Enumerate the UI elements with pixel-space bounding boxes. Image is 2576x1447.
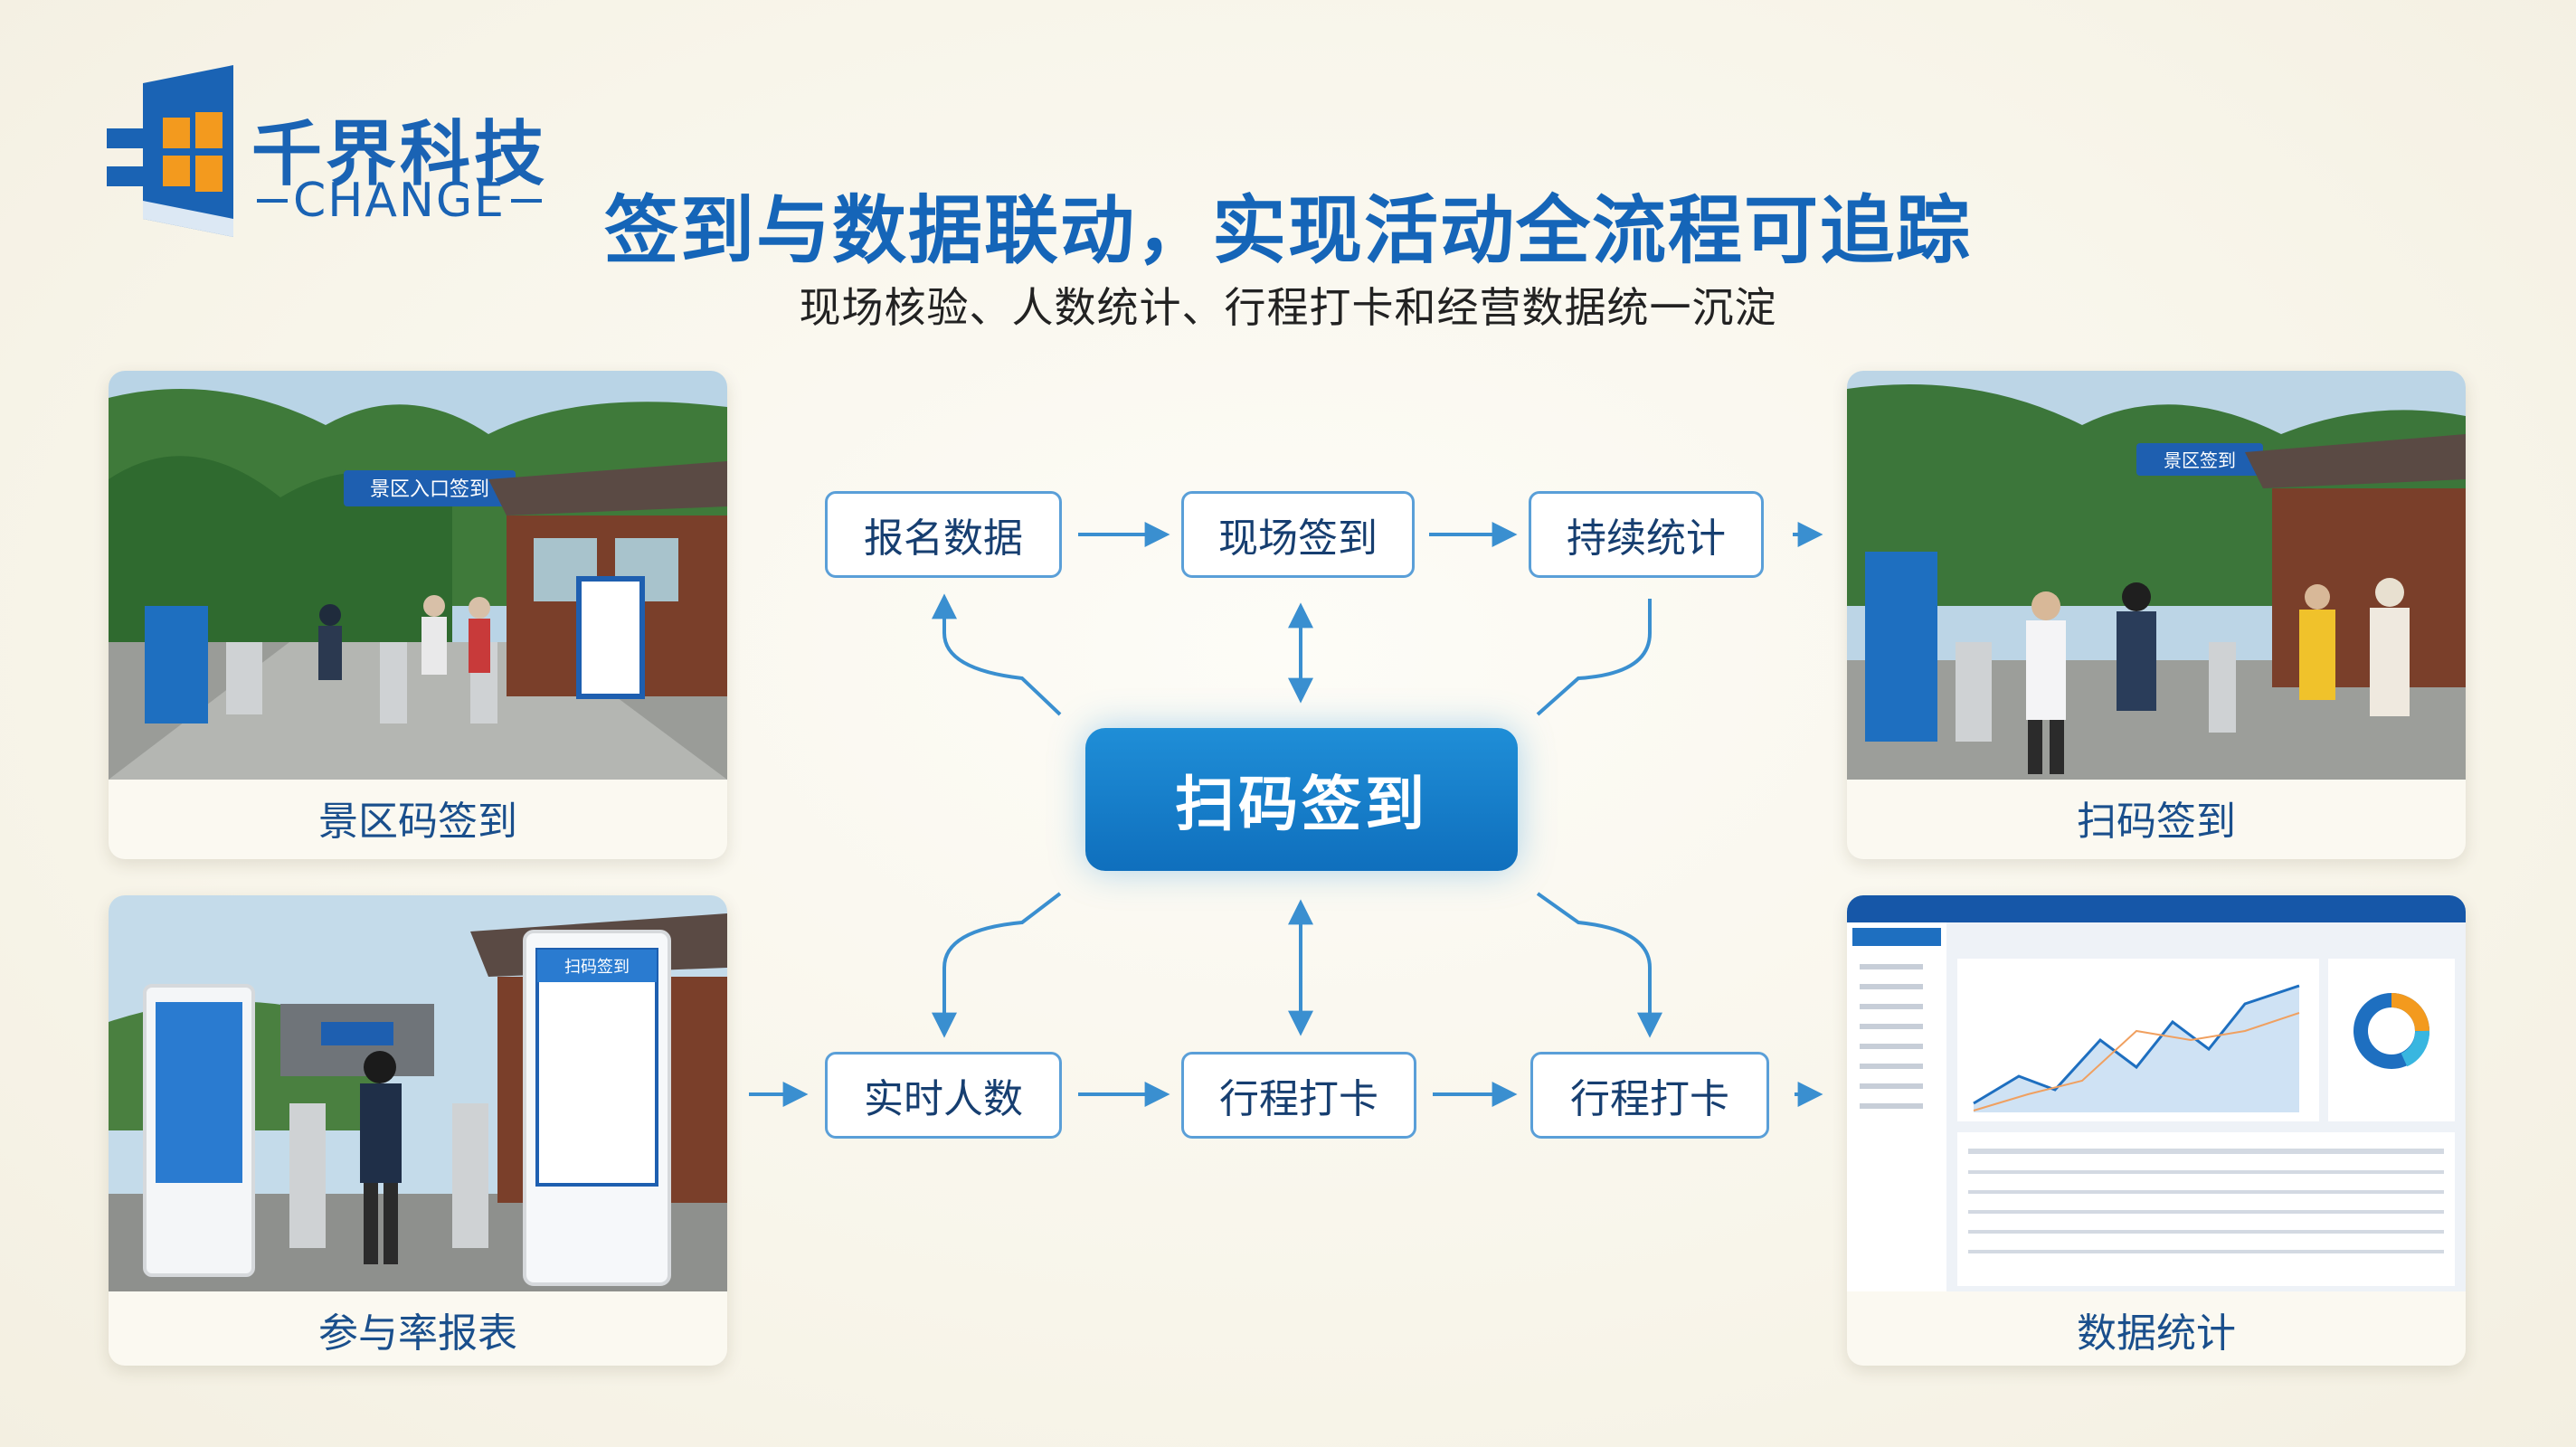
page-subtitle: 现场核验、人数统计、行程打卡和经营数据统一沉淀 [799,283,1777,332]
brand-subtitle: CHANGE [251,174,547,228]
checkin-kiosk-photo: 扫码签到 [109,895,727,1291]
node-itinerary-checkin-2: 行程打卡 [1530,1052,1769,1139]
card-caption: 扫码签到 [2077,799,2236,845]
card-scenic-checkin: 景区入口签到 景区码签到 [109,371,727,859]
node-continuous-stats: 持续统计 [1529,491,1764,578]
node-realtime-count: 实时人数 [825,1052,1062,1139]
dashboard-screenshot [1847,895,2466,1291]
card-scan-checkin: 景区签到 扫码签到 [1847,371,2466,859]
brand-name: 千界科技 [251,114,549,195]
card-caption: 景区码签到 [318,799,517,845]
brand-logo: 千界科技 CHANGE [107,65,545,246]
card-caption: 数据统计 [2077,1310,2236,1357]
card-caption: 参与率报表 [318,1310,517,1357]
node-registration-data: 报名数据 [825,491,1062,578]
card-participation-report: 扫码签到 参与率报表 [109,895,727,1366]
page-title: 签到与数据联动，实现活动全流程可追踪 [603,188,1972,274]
card-data-statistics: 数据统计 [1847,895,2466,1366]
kiosk-screen-text: 扫码签到 [564,958,630,977]
scan-checkin-photo: 景区签到 [1847,371,2466,780]
node-scan-checkin: 扫码签到 [1085,728,1518,871]
brand-sub-text: CHANGE [293,174,507,228]
scenic-entrance-photo: 景区入口签到 [109,371,727,780]
node-onsite-checkin: 现场签到 [1181,491,1415,578]
brand-logo-mark-icon [107,65,233,237]
entrance-sign-text: 景区入口签到 [370,478,489,501]
node-itinerary-checkin: 行程打卡 [1181,1052,1416,1139]
scan-sign-text: 景区签到 [2164,449,2236,471]
